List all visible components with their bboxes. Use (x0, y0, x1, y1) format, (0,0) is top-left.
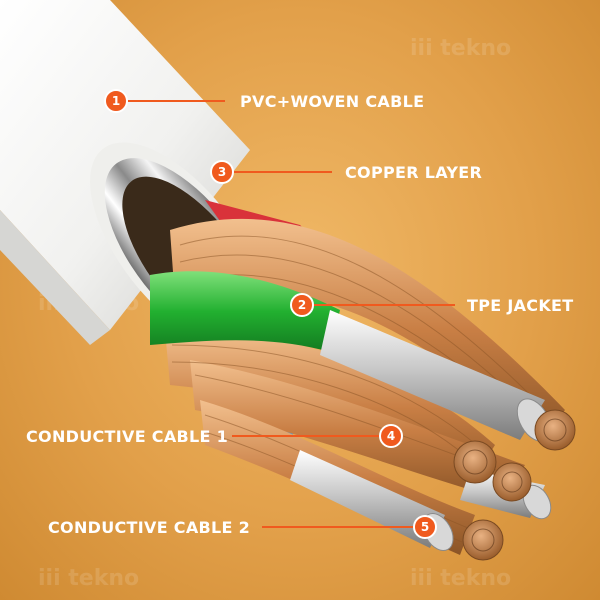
callout-badge (413, 515, 437, 539)
svg-text:2: 2 (298, 298, 306, 312)
callout-badge (210, 160, 234, 184)
callout-label: TPE JACKET (467, 296, 573, 315)
svg-text:3: 3 (218, 165, 226, 179)
svg-text:iii tekno: iii tekno (38, 566, 139, 591)
svg-text:4: 4 (387, 429, 395, 443)
callout-5: 5 CONDUCTIVE CABLE 2 (48, 515, 437, 539)
callout-3: 3 COPPER LAYER (210, 160, 482, 184)
callout-badge (379, 424, 403, 448)
callout-label: CONDUCTIVE CABLE 1 (26, 427, 228, 446)
callout-1: 1 PVC+WOVEN CABLE (104, 89, 424, 113)
callout-badge (104, 89, 128, 113)
callout-2: 2 TPE JACKET (290, 293, 573, 317)
tpe-jacket (150, 271, 340, 352)
callout-label: COPPER LAYER (345, 163, 482, 182)
svg-text:5: 5 (421, 520, 429, 534)
callout-4: 4 CONDUCTIVE CABLE 1 (26, 424, 403, 448)
callout-label: PVC+WOVEN CABLE (240, 92, 424, 111)
svg-text:iii tekno: iii tekno (410, 566, 511, 591)
watermark: iii tekno iii tekno iii tekno iii tekno … (38, 36, 511, 591)
svg-text:iii tekno: iii tekno (410, 36, 511, 61)
svg-text:1: 1 (112, 94, 120, 108)
callout-label: CONDUCTIVE CABLE 2 (48, 518, 250, 537)
copper-ends (453, 409, 576, 561)
callout-badge (290, 293, 314, 317)
